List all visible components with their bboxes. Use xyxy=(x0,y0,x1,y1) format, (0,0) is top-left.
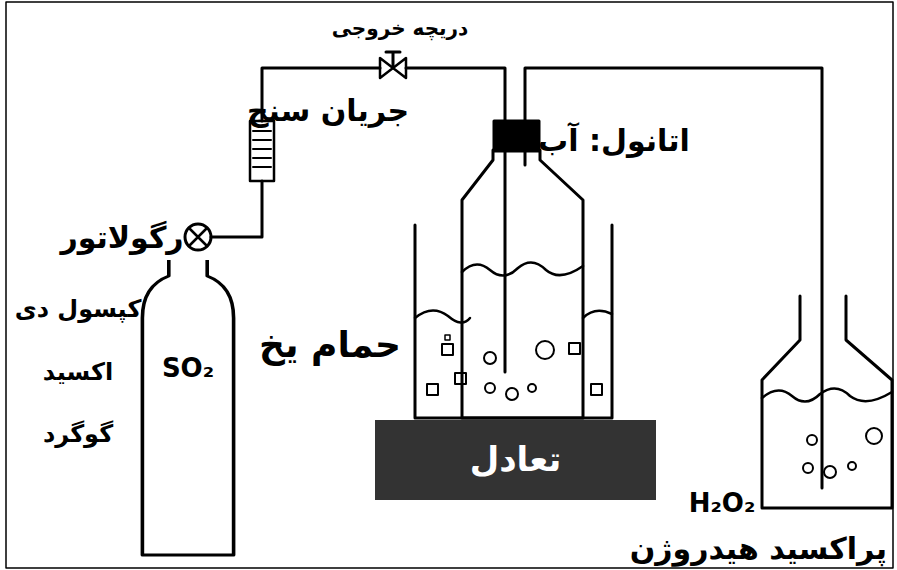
ice-bath-label: حمام یخ xyxy=(259,325,401,365)
trap-bottle xyxy=(762,296,892,508)
cylinder-label: کپسول دی اکسید گوگرد xyxy=(12,278,144,465)
flowmeter-symbol xyxy=(250,121,274,181)
flowmeter-label: جریان سنج xyxy=(247,94,409,127)
node-text: تعادل xyxy=(375,441,656,478)
solvent-label: اتانول: آب xyxy=(538,124,690,157)
regulator-label: رگولاتور xyxy=(60,221,183,254)
frame xyxy=(6,2,893,568)
node-text: SO₂ xyxy=(140,354,236,383)
stopper xyxy=(494,121,539,151)
gas-pipe xyxy=(211,181,262,237)
cylinder-outline xyxy=(140,258,236,558)
reaction-bottle xyxy=(462,150,583,418)
gas-pipe xyxy=(406,68,505,372)
reagent-label: پراکسید هیدروژن xyxy=(630,532,887,565)
gas-cylinder: SO₂ xyxy=(140,258,236,558)
balance-box: تعادل xyxy=(375,420,656,500)
chemical-formula: H₂O₂ xyxy=(689,489,756,518)
regulator-symbol xyxy=(185,224,211,250)
valve-label: دریچه خروجی xyxy=(332,17,469,39)
